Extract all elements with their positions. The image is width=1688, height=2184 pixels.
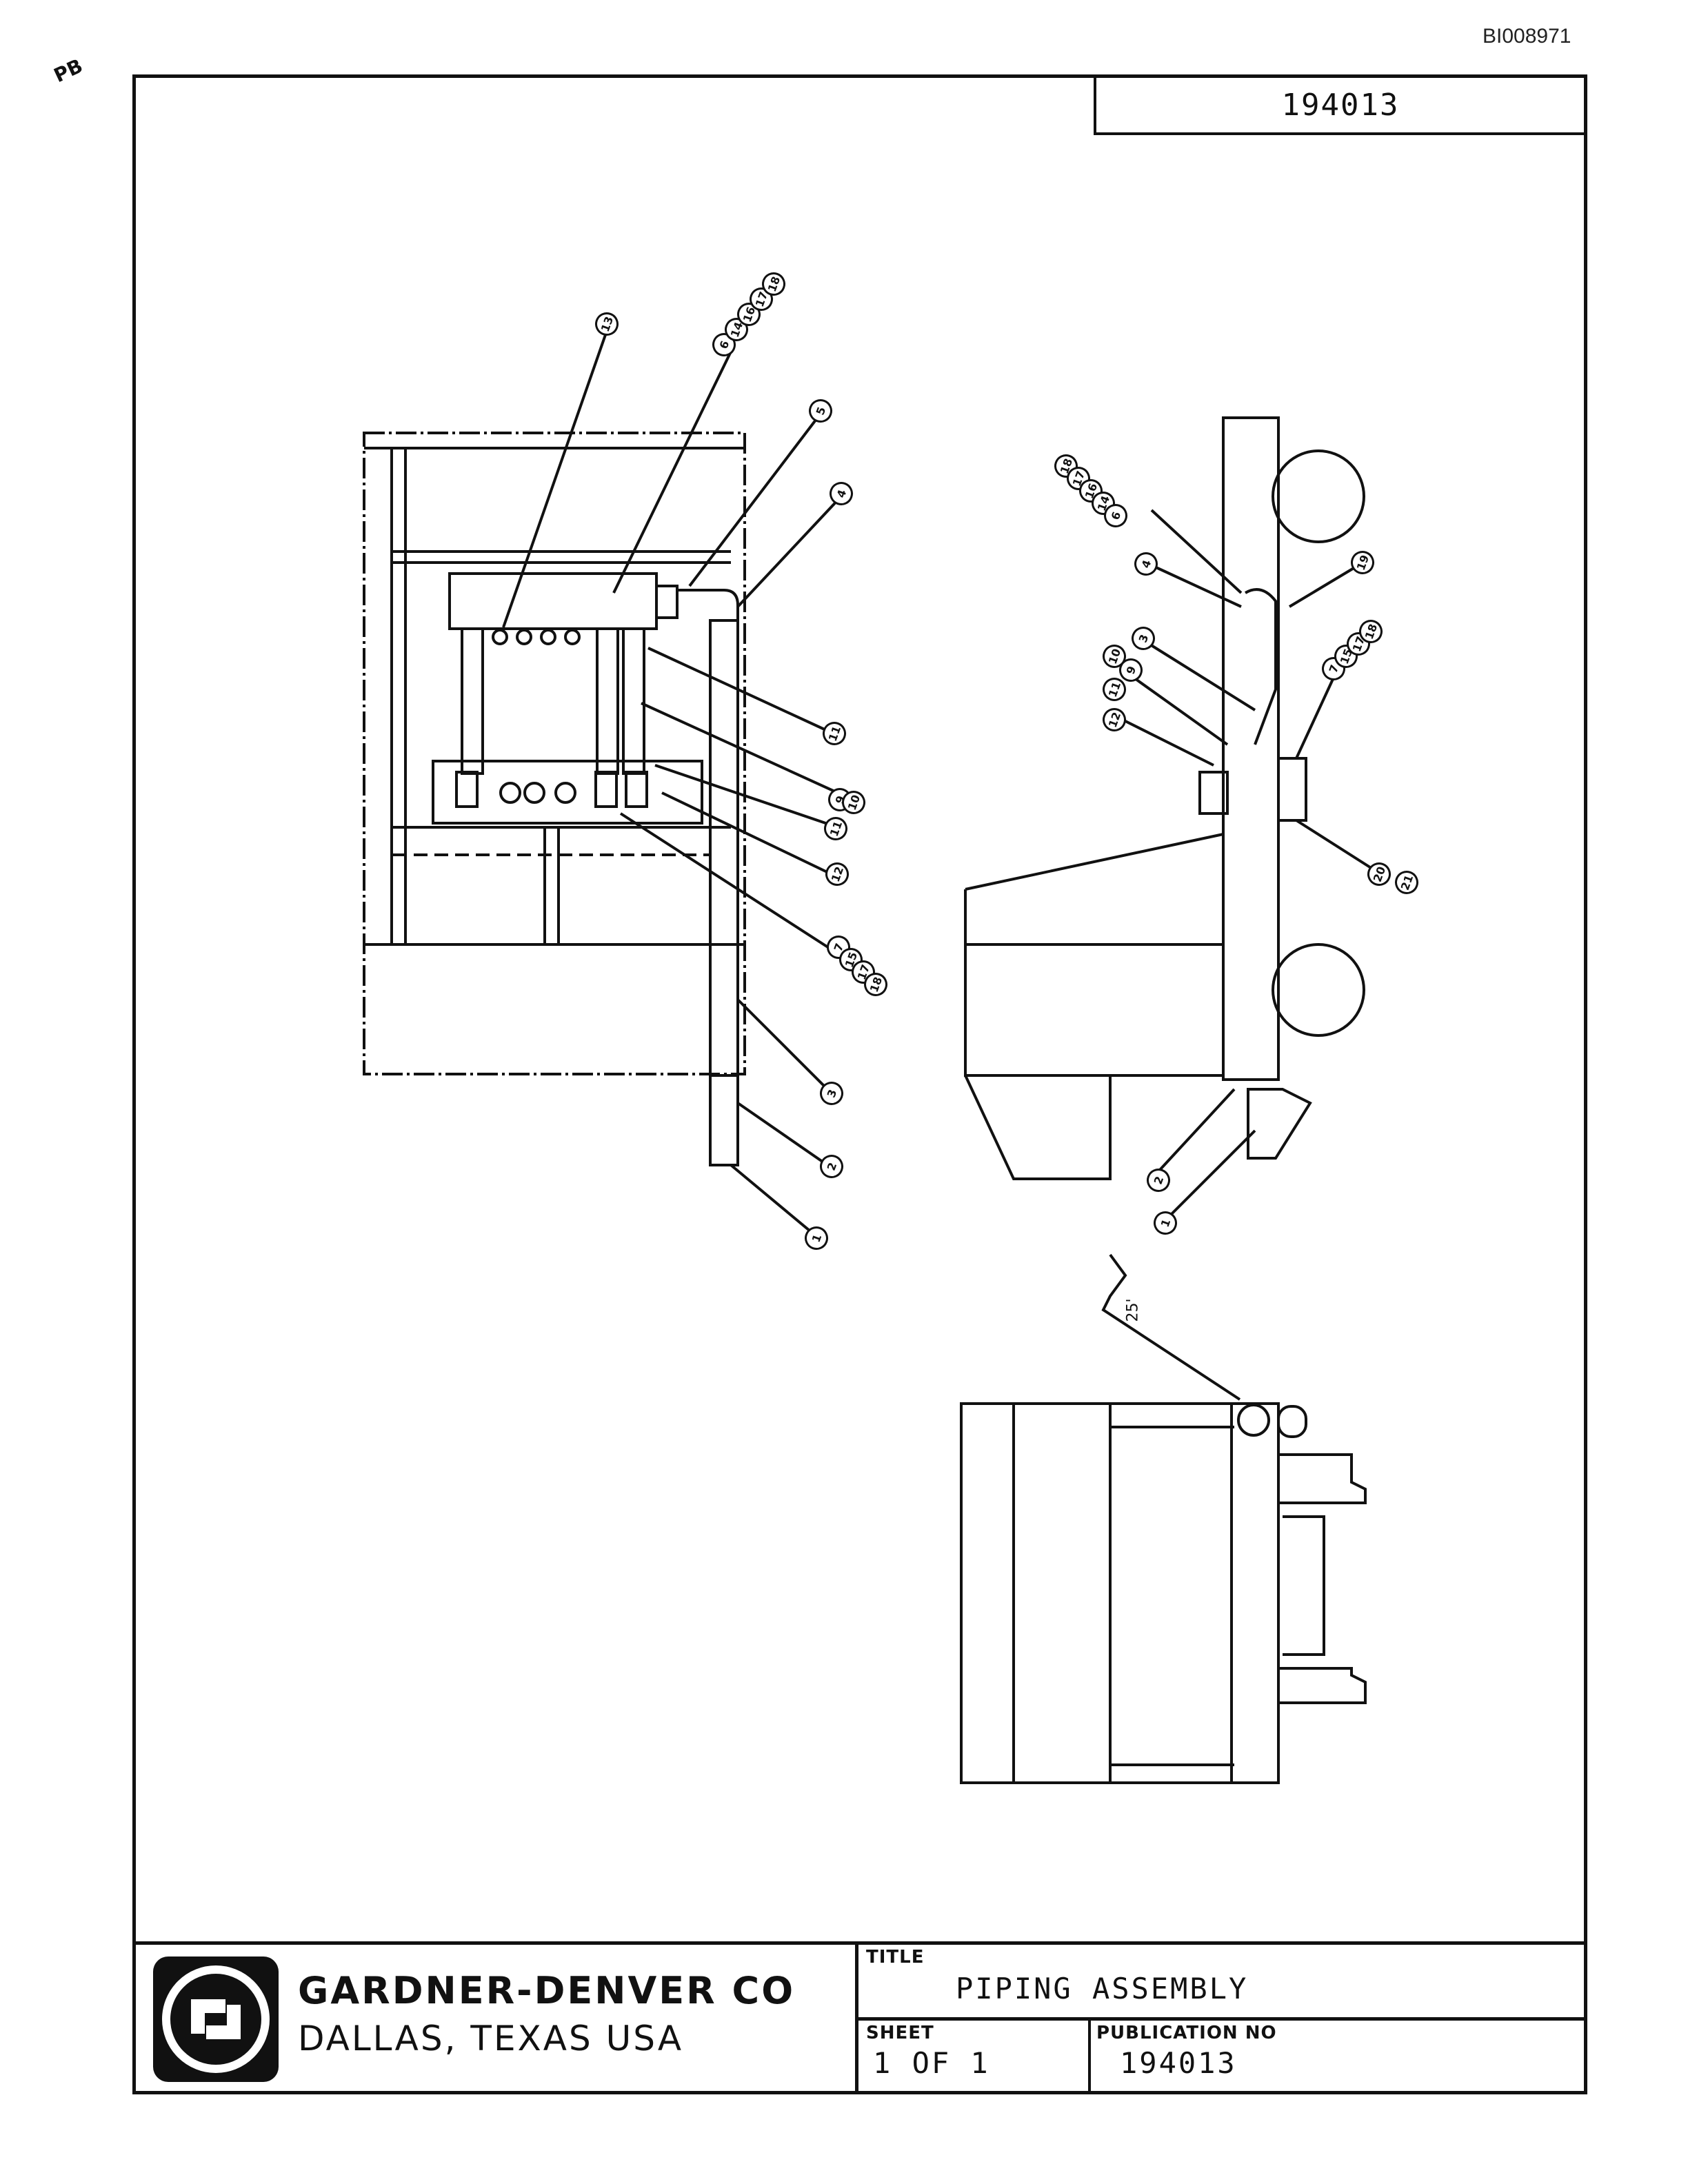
drawing-title: PIPING ASSEMBLY <box>956 1972 1249 2005</box>
top-view <box>960 1253 1367 1784</box>
publication-number: 194013 <box>1120 2046 1237 2080</box>
drawing-frame <box>132 74 1587 2094</box>
company-location: DALLAS, TEXAS USA <box>298 2019 684 2059</box>
title-block <box>132 1941 1587 2094</box>
sheet-value: 1 OF 1 <box>873 2046 990 2080</box>
symbol-label: 25' <box>1124 1298 1142 1322</box>
document-id: BI008971 <box>1483 25 1571 48</box>
title-label: TITLE <box>866 1947 925 1968</box>
drawing-number-box: 194013 <box>1094 77 1585 135</box>
drawing-number: 194013 <box>1281 87 1400 123</box>
publication-label: PUBLICATION NO <box>1096 2023 1277 2043</box>
sheet-label: SHEET <box>866 2023 934 2043</box>
front-view <box>363 330 843 1235</box>
gardner-denver-logo-icon <box>153 1957 279 2082</box>
side-view <box>964 416 1374 1222</box>
title-block-divider <box>1088 2017 1091 2094</box>
company-name: GARDNER-DENVER CO <box>298 1969 796 2012</box>
title-block-divider <box>855 2017 1587 2021</box>
